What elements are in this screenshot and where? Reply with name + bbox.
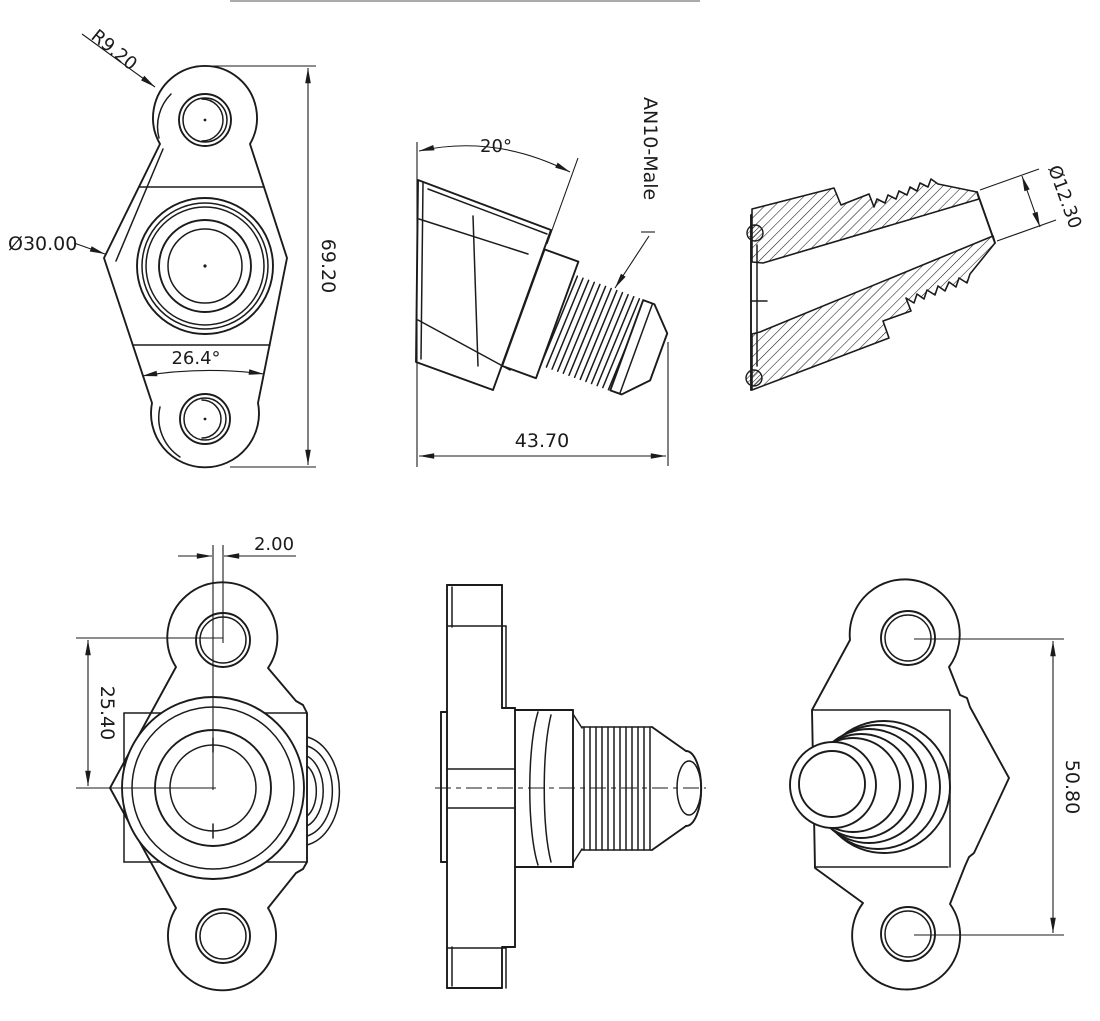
cone-face-double-line xyxy=(420,182,424,360)
lobe-chamfer-arc-top xyxy=(156,93,172,139)
dim-overall-length-label: 43.70 xyxy=(515,430,569,452)
angle-dimension-arc xyxy=(418,144,571,173)
view-flange-top: R9.20 Ø30.00 69.20 26.4° xyxy=(8,26,339,469)
collar-taper xyxy=(572,713,583,729)
boss-circle-3 xyxy=(145,206,265,326)
boss-bore xyxy=(167,228,243,304)
edge-chamfer-line xyxy=(115,148,164,262)
view-fitting-angled: 20° AN10-Male 43.70 xyxy=(415,97,669,467)
collar-taper xyxy=(572,848,583,864)
bolt-hole-bottom-chamfer xyxy=(884,910,932,958)
fitting-rotated-group xyxy=(501,248,669,396)
oring-section-bottom xyxy=(745,369,763,387)
dim-tilt-angle-label: 20° xyxy=(480,136,512,157)
boss-circle-outer xyxy=(136,197,274,335)
nose-opening xyxy=(798,750,866,818)
bolt-hole-top-chamfer xyxy=(182,97,228,143)
dim-hole-to-center-label: 25.40 xyxy=(96,686,118,740)
dim-corner-radius-label: R9.20 xyxy=(87,26,141,75)
callout-leader-line xyxy=(614,235,650,289)
washer-curve xyxy=(529,711,539,866)
diameter-leader-line xyxy=(73,242,106,255)
view-fitting-section: Ø12.30 xyxy=(745,163,1086,391)
tilted-reference-line xyxy=(546,157,579,245)
dim-boss-diameter-label: Ø30.00 xyxy=(8,233,77,255)
view-fitting-side xyxy=(435,584,706,989)
washer-curve xyxy=(543,714,552,863)
cone-chamfer-top xyxy=(418,218,529,255)
bolt-hole-bottom-chamfer xyxy=(183,397,227,441)
angle-dimension-arc xyxy=(141,369,265,377)
bolt-hole-bottom xyxy=(179,393,231,445)
thread-lines xyxy=(540,275,646,391)
dim-lug-angle-label: 26.4° xyxy=(171,348,220,369)
bolt-hole-top-chamfer xyxy=(884,614,932,662)
extension-line xyxy=(979,168,1040,191)
bolt-hole-bottom xyxy=(195,908,251,964)
bolt-hole-top xyxy=(880,610,936,666)
section-lower-wall xyxy=(751,235,996,391)
view-flange-front: 25.40 2.00 xyxy=(76,534,341,992)
nose-cone xyxy=(609,299,669,396)
dimension-line-bore xyxy=(1021,175,1041,228)
nose-taper-top xyxy=(651,726,687,752)
nose-taper-edge xyxy=(619,303,653,394)
cone-top-double-line xyxy=(427,188,548,235)
boss-circle-4 xyxy=(158,219,252,313)
bolt-hole-bottom-chamfer xyxy=(199,912,247,960)
extension-line xyxy=(996,219,1057,242)
flange-outline xyxy=(103,65,288,469)
cone-chamfer-bottom xyxy=(417,319,511,371)
section-upper-wall xyxy=(751,178,980,264)
cone-rim-line xyxy=(472,215,479,367)
nose-silhouette-arc xyxy=(306,736,341,846)
bolt-hole-top-crescent xyxy=(201,98,224,142)
nose-taper-bottom xyxy=(651,825,687,851)
nose-silhouette-arc xyxy=(306,745,334,837)
tip-face-line xyxy=(976,191,996,244)
boss-circle-2 xyxy=(141,202,269,330)
radius-leader-line xyxy=(81,33,156,88)
oring-section-top xyxy=(746,224,764,242)
center-dot xyxy=(203,264,207,268)
dim-overall-height-label: 69.20 xyxy=(317,239,339,293)
bolt-hole-bottom-crescent xyxy=(201,399,222,439)
center-dot xyxy=(203,118,207,122)
bolt-hole-bottom xyxy=(880,906,936,962)
nose-silhouette-arc xyxy=(306,765,318,817)
lobe-chamfer-arc-bottom xyxy=(158,406,181,458)
flange-outline xyxy=(811,578,1010,991)
view-flange-rear: 50.80 xyxy=(789,578,1083,991)
bolt-hole-top xyxy=(178,93,232,147)
dim-hole-offset-label: 2.00 xyxy=(254,534,294,555)
dim-hole-spacing-label: 50.80 xyxy=(1061,760,1083,814)
washer-band xyxy=(501,248,580,380)
center-dot xyxy=(203,417,207,421)
dim-bore-diameter-label: Ø12.30 xyxy=(1043,163,1085,232)
nose-silhouette-arc xyxy=(306,755,324,827)
thread-callout-label: AN10-Male xyxy=(639,97,661,200)
